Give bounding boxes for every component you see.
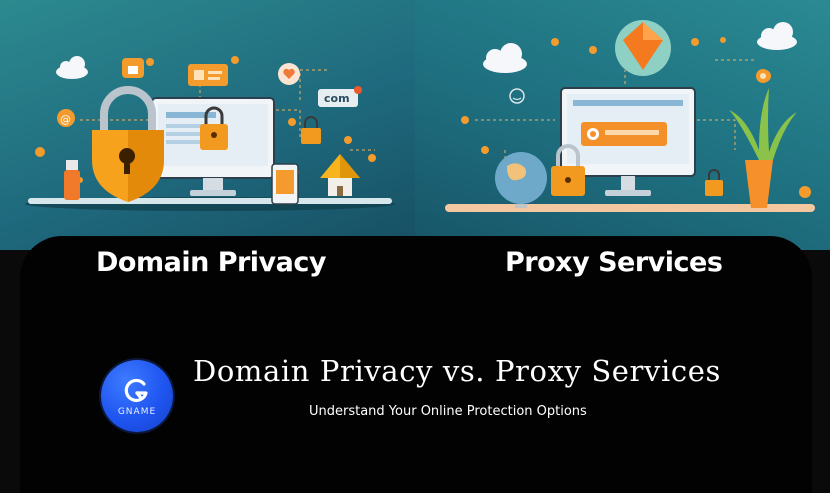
monitor-icon xyxy=(560,87,696,196)
smiley-icon xyxy=(509,88,525,104)
gname-logo: GNAME xyxy=(101,360,173,432)
lock-icon xyxy=(551,144,585,196)
heart-icon xyxy=(278,63,300,85)
phone-icon xyxy=(271,163,299,205)
domain-tag-icon: com xyxy=(318,86,362,107)
proxy-services-illustration xyxy=(415,0,830,250)
domain-tag-text: com xyxy=(324,92,350,105)
diamond-icon xyxy=(615,20,671,76)
lock-badge-icon xyxy=(122,58,144,78)
email-icon: @ xyxy=(57,109,75,127)
domain-privacy-scene: com @ xyxy=(25,56,395,211)
domain-privacy-illustration: com @ xyxy=(0,0,415,250)
small-lock-icon xyxy=(301,116,321,144)
logo-text: GNAME xyxy=(117,406,157,417)
lock-icon xyxy=(200,106,228,150)
cloud-icon xyxy=(483,22,797,73)
proxy-services-scene xyxy=(445,20,815,212)
padlock-icon xyxy=(92,86,164,202)
plant-icon xyxy=(729,88,797,208)
small-lock-icon xyxy=(705,169,723,196)
g-logo-icon xyxy=(124,378,148,402)
connector-lines xyxy=(475,59,755,170)
page-subtitle: Understand Your Online Protection Option… xyxy=(309,404,587,419)
cloud-icon xyxy=(56,56,88,79)
coin-icon xyxy=(756,69,770,83)
page-title: Domain Privacy vs. Proxy Services xyxy=(193,354,721,388)
house-icon xyxy=(320,154,360,196)
svg-text:@: @ xyxy=(60,113,71,126)
globe-icon xyxy=(495,152,547,208)
domain-privacy-label: Domain Privacy xyxy=(96,247,326,278)
proxy-services-label: Proxy Services xyxy=(505,247,723,278)
bottle-icon xyxy=(64,160,80,200)
id-card-icon xyxy=(188,64,228,86)
